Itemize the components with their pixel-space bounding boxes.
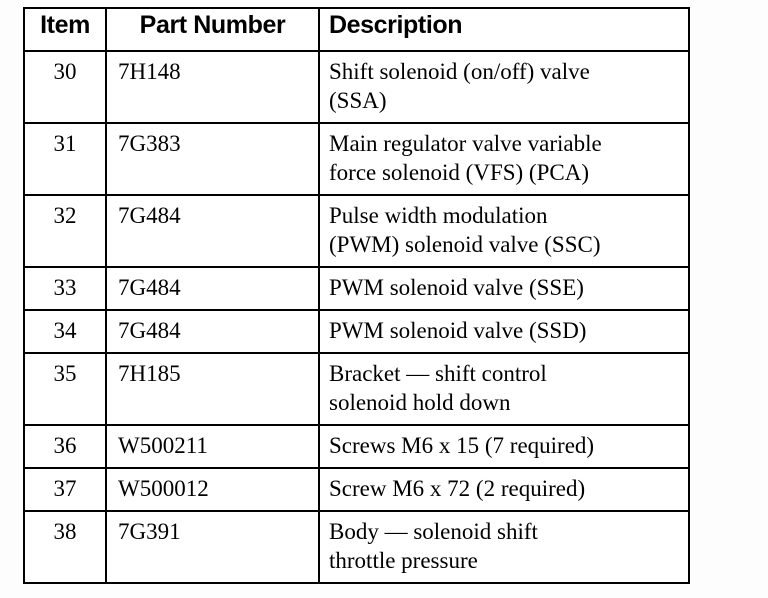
item-value: 37 xyxy=(53,476,77,501)
item-value: 35 xyxy=(53,361,77,386)
cell-description: Screw M6 x 72 (2 required) xyxy=(318,467,690,512)
item-value: 32 xyxy=(53,203,77,228)
cell-description: Screws M6 x 15 (7 required) xyxy=(318,424,690,469)
description-value: Screw M6 x 72 (2 required) xyxy=(320,469,688,510)
column-header-part-number: Part Number xyxy=(105,7,320,52)
item-value: 33 xyxy=(53,275,77,300)
part-number-value: W500012 xyxy=(118,476,209,501)
description-line: throttle pressure xyxy=(329,548,478,573)
description-line: (PWM) solenoid valve (SSC) xyxy=(329,232,601,257)
column-header-part-number-label: Part Number xyxy=(139,11,286,39)
column-header-item-label: Item xyxy=(40,11,90,39)
description-line: solenoid hold down xyxy=(329,390,511,415)
cell-description: Body — solenoid shift throttle pressure xyxy=(318,510,690,584)
description-value: Pulse width modulation (PWM) solenoid val… xyxy=(320,196,688,266)
table-body: 30 7H148 Shift solenoid (on/off) valve (SSA… xyxy=(23,50,690,584)
description-value: Bracket — shift control solenoid hold dow… xyxy=(320,354,688,424)
description-value: Main regulator valve variable force solen… xyxy=(320,124,688,194)
description-line: (SSA) xyxy=(329,88,387,113)
description-line: Bracket — shift control xyxy=(329,361,547,386)
cell-description: Main regulator valve variable force solen… xyxy=(318,122,690,196)
cell-description: Shift solenoid (on/off) valve (SSA) xyxy=(318,50,690,124)
cell-item: 38 xyxy=(23,510,107,584)
description-line: Shift solenoid (on/off) valve xyxy=(329,59,590,84)
cell-item: 35 xyxy=(23,352,107,426)
cell-description: PWM solenoid valve (SSE) xyxy=(318,266,690,311)
description-value: PWM solenoid valve (SSD) xyxy=(320,311,688,352)
part-number-value: 7H148 xyxy=(118,59,181,84)
column-header-item: Item xyxy=(23,7,107,52)
description-line: PWM solenoid valve (SSE) xyxy=(329,275,584,300)
description-value: Body — solenoid shift throttle pressure xyxy=(320,512,688,582)
item-value: 31 xyxy=(53,131,77,156)
cell-item: 30 xyxy=(23,50,107,124)
cell-part-number: 7G484 xyxy=(105,266,320,311)
description-line: force solenoid (VFS) (PCA) xyxy=(329,160,589,185)
cell-part-number: 7G484 xyxy=(105,194,320,268)
cell-part-number: 7G391 xyxy=(105,510,320,584)
description-value: PWM solenoid valve (SSE) xyxy=(320,268,688,309)
part-number-value: W500211 xyxy=(118,433,208,458)
cell-description: Pulse width modulation (PWM) solenoid val… xyxy=(318,194,690,268)
description-value: Shift solenoid (on/off) valve (SSA) xyxy=(320,52,688,122)
part-number-value: 7G484 xyxy=(118,275,181,300)
cell-item: 37 xyxy=(23,467,107,512)
description-line: Body — solenoid shift xyxy=(329,519,538,544)
cell-part-number: 7G383 xyxy=(105,122,320,196)
table-row: 36 W500211 Screws M6 x 15 (7 required) xyxy=(23,424,690,469)
cell-part-number: 7H185 xyxy=(105,352,320,426)
item-value: 34 xyxy=(53,318,77,343)
cell-item: 32 xyxy=(23,194,107,268)
cell-part-number: 7H148 xyxy=(105,50,320,124)
part-number-value: 7G484 xyxy=(118,318,181,343)
item-value: 38 xyxy=(53,519,77,544)
part-number-value: 7G383 xyxy=(118,131,181,156)
cell-description: PWM solenoid valve (SSD) xyxy=(318,309,690,354)
table-row: 32 7G484 Pulse width modulation (PWM) solen… xyxy=(23,194,690,268)
cell-item: 31 xyxy=(23,122,107,196)
description-line: Screws M6 x 15 (7 required) xyxy=(329,433,595,458)
cell-item: 34 xyxy=(23,309,107,354)
description-line: Pulse width modulation xyxy=(329,203,548,228)
header-row: Item Part Number Description xyxy=(23,7,690,52)
cell-part-number: W500211 xyxy=(105,424,320,469)
cell-item: 36 xyxy=(23,424,107,469)
cell-description: Bracket — shift control solenoid hold dow… xyxy=(318,352,690,426)
column-header-description: Description xyxy=(318,7,690,52)
parts-table: Item Part Number Description 30 7H148 Shif… xyxy=(23,7,690,584)
table-row: 31 7G383 Main regulator valve variable forc… xyxy=(23,122,690,196)
table-row: 34 7G484 PWM solenoid valve (SSD) xyxy=(23,309,690,354)
item-value: 36 xyxy=(53,433,77,458)
cell-item: 33 xyxy=(23,266,107,311)
description-line: PWM solenoid valve (SSD) xyxy=(329,318,587,343)
cell-part-number: W500012 xyxy=(105,467,320,512)
table-row: 38 7G391 Body — solenoid shift throttle pre… xyxy=(23,510,690,584)
table-row: 35 7H185 Bracket — shift control solenoid h… xyxy=(23,352,690,426)
part-number-value: 7G484 xyxy=(118,203,181,228)
table-row: 30 7H148 Shift solenoid (on/off) valve (SSA… xyxy=(23,50,690,124)
part-number-value: 7H185 xyxy=(118,361,181,386)
table-header: Item Part Number Description xyxy=(23,7,690,52)
cell-part-number: 7G484 xyxy=(105,309,320,354)
description-value: Screws M6 x 15 (7 required) xyxy=(320,426,688,467)
description-line: Screw M6 x 72 (2 required) xyxy=(329,476,586,501)
column-header-description-label: Description xyxy=(329,11,463,39)
description-line: Main regulator valve variable xyxy=(329,131,602,156)
part-number-value: 7G391 xyxy=(118,519,181,544)
table-row: 37 W500012 Screw M6 x 72 (2 required) xyxy=(23,467,690,512)
item-value: 30 xyxy=(53,59,77,84)
table-row: 33 7G484 PWM solenoid valve (SSE) xyxy=(23,266,690,311)
